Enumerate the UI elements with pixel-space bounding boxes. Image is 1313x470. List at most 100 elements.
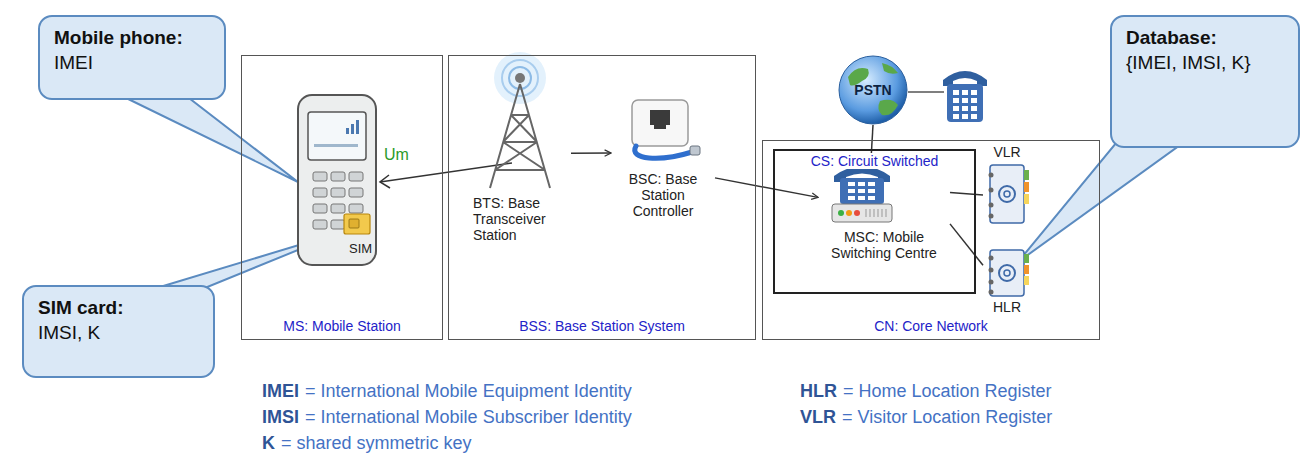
callout-box: SIM card:IMSI, K <box>22 285 215 378</box>
definition-row: IMEI = International Mobile Equipment Ide… <box>262 381 632 402</box>
handset <box>943 71 987 86</box>
node-label: CN: Core Network <box>874 318 988 334</box>
phone-body <box>840 178 884 204</box>
status-light <box>838 210 844 216</box>
callout-heading: Database: <box>1126 26 1284 51</box>
node-label: BSC: Base Station Controller <box>611 171 715 219</box>
subsystem-box: CN: Core Network CS: Circuit SwitchedMSC:… <box>762 140 1100 340</box>
subsystem-box: MS: Mobile Station <box>241 55 443 340</box>
book-cover <box>990 250 1024 296</box>
book-ring <box>989 268 994 273</box>
tower-lattice <box>490 84 550 188</box>
hlr-book-icon <box>989 250 1030 296</box>
book-ring <box>989 290 994 295</box>
phone-screen <box>308 112 366 160</box>
book-ring <box>989 173 994 178</box>
phone-body <box>947 84 983 122</box>
vent-grill <box>866 209 886 217</box>
controller-node: BSC: Base Station Controller <box>611 101 715 219</box>
node-label: PSTN <box>854 82 891 98</box>
abbreviation: K <box>262 433 275 454</box>
node-label: BSS: Base Station System <box>519 318 685 334</box>
part-label: SIM <box>349 241 372 256</box>
node-label: MS: Mobile Station <box>283 318 401 334</box>
book-ring <box>989 280 994 285</box>
air-interface-line <box>380 163 512 188</box>
connector-line <box>950 224 983 265</box>
callout-body: {IMEI, IMSI, K} <box>1126 51 1284 76</box>
book-tab <box>1024 265 1029 274</box>
status-light <box>854 210 860 216</box>
book-ring <box>989 214 994 219</box>
book-tab <box>1024 254 1029 263</box>
callout-box: Mobile phone:IMEI <box>38 15 226 100</box>
label-holder: Um <box>384 146 409 164</box>
definition: = Visitor Location Register <box>842 407 1052 428</box>
socket-plate <box>632 100 688 146</box>
node-label: CS: Circuit Switched <box>808 153 942 169</box>
screen-line <box>314 144 358 147</box>
msc-switch-icon <box>832 166 892 222</box>
bsc-plug-icon <box>632 100 700 158</box>
label-holder: SIM <box>349 239 372 257</box>
signal-bar <box>346 128 349 134</box>
tower-node: BTS: Base Transceiver Station <box>473 63 571 243</box>
mobile-phone-icon <box>298 95 376 265</box>
definition: = International Mobile Equipment Identit… <box>305 381 632 402</box>
subsystem-box: BSS: Base Station System BTS: Base Transc… <box>448 55 756 340</box>
status-light <box>846 210 852 216</box>
radio-glow <box>494 52 546 104</box>
link-chevron <box>380 175 390 188</box>
sim-chip <box>349 219 359 228</box>
connector-line <box>715 178 818 197</box>
socket-tab <box>654 125 666 129</box>
book-emblem <box>1004 191 1010 197</box>
desk-telephone-icon <box>943 71 987 122</box>
plug <box>690 146 700 155</box>
callout-body: IMSI, K <box>38 321 199 346</box>
node-label: BTS: Base Transceiver Station <box>473 195 571 243</box>
book-emblem <box>999 186 1015 202</box>
abbreviation: HLR <box>800 381 837 402</box>
cable <box>635 146 692 158</box>
register-node: HLR <box>983 244 1031 315</box>
book-tab <box>1024 182 1029 192</box>
callout-heading: Mobile phone: <box>54 26 210 51</box>
switch-base <box>832 204 892 222</box>
abbreviation: VLR <box>800 407 836 428</box>
book-emblem <box>1004 270 1010 276</box>
definition-row: VLR = Visitor Location Register <box>800 407 1052 428</box>
antenna <box>515 73 525 83</box>
signal-bar <box>351 124 354 134</box>
pstn-wire <box>908 91 944 93</box>
callout-box: Database:{IMEI, IMSI, K} <box>1110 15 1300 148</box>
book-tab <box>1024 276 1029 285</box>
node-label: VLR <box>983 144 1031 160</box>
sim-card-icon <box>344 214 370 234</box>
definition: = shared symmetric key <box>281 433 472 454</box>
connector-line <box>571 152 611 154</box>
register-node: VLR <box>983 141 1031 231</box>
definition: = Home Location Register <box>843 381 1052 402</box>
book-tab <box>1024 194 1029 204</box>
signal-bar <box>356 120 359 134</box>
book-emblem <box>999 265 1015 281</box>
phone-keypad <box>313 172 363 229</box>
book-cover <box>990 165 1024 223</box>
definition-row: HLR = Home Location Register <box>800 381 1052 402</box>
tower-icon <box>490 52 550 188</box>
vlr-book-icon <box>989 165 1030 223</box>
definition-row: K = shared symmetric key <box>262 433 472 454</box>
keypad <box>953 90 977 119</box>
book-ring <box>989 256 994 261</box>
abbreviation: IMEI <box>262 381 299 402</box>
radio-wave <box>502 60 538 96</box>
callout-body: IMEI <box>54 51 210 76</box>
sim-card <box>344 214 370 234</box>
socket <box>650 110 670 125</box>
definition-row: IMSI= International Mobile Subscriber Id… <box>262 407 632 428</box>
abbreviation: IMSI <box>262 407 299 428</box>
phone-body <box>298 95 376 265</box>
domain-box: CS: Circuit SwitchedMSC: Mobile Switchin… <box>773 149 976 294</box>
